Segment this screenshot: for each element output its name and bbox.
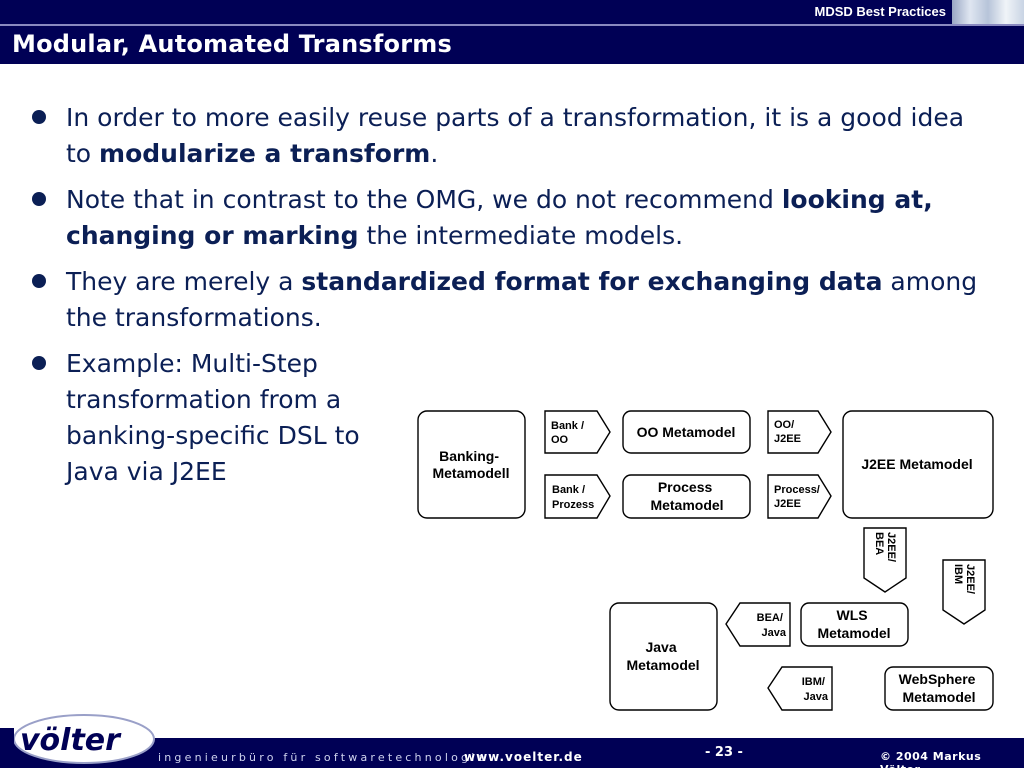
copyright-notice: © 2004 Markus Völter xyxy=(880,750,982,776)
header-decoration-image xyxy=(952,0,1024,24)
svg-text:OO Metamodel: OO Metamodel xyxy=(637,424,736,440)
footer-tagline: ingenieurbüro für softwaretechnologie xyxy=(158,751,488,764)
bullet-item: Note that in contrast to the OMG, we do … xyxy=(30,182,980,254)
svg-text:Bank / Prozess: Bank / Prozess xyxy=(552,484,594,511)
bullet-dot-icon xyxy=(32,192,46,206)
header-divider xyxy=(0,24,1024,26)
svg-text:Bank / OO: Bank / OO xyxy=(551,420,587,446)
bullet-dot-icon xyxy=(32,110,46,124)
bank-prozess-transform-arrow: Bank / Prozess xyxy=(544,474,611,519)
page-number: - 23 - xyxy=(705,745,743,760)
bea-java-transform-arrow: BEA/ Java xyxy=(725,602,791,647)
svg-text:J2EE Metamodel: J2EE Metamodel xyxy=(861,456,972,472)
footer-bar xyxy=(0,740,1024,768)
svg-text:OO/ J2EE: OO/ J2EE xyxy=(774,419,801,445)
oo-metamodel-box: OO Metamodel xyxy=(622,410,751,454)
java-metamodel-box: Java Metamodel xyxy=(609,602,718,711)
svg-text:BEA/ Java: BEA/ Java xyxy=(757,612,787,639)
slide-title: Modular, Automated Transforms xyxy=(12,30,452,58)
svg-text:Java Metamodel: Java Metamodel xyxy=(626,639,699,673)
j2ee-bea-transform-arrow: J2EE/ BEA xyxy=(863,527,907,593)
svg-text:völter: völter xyxy=(20,723,122,758)
svg-text:WebSphere Metamodel: WebSphere Metamodel xyxy=(899,671,980,705)
header-subtitle: MDSD Best Practices xyxy=(814,4,947,19)
svg-text:J2EE/ IBM: J2EE/ IBM xyxy=(952,564,976,597)
header-bar xyxy=(0,0,1024,64)
process-j2ee-transform-arrow: Process/ J2EE xyxy=(767,474,832,519)
svg-text:IBM/ Java: IBM/ Java xyxy=(802,676,829,703)
ibm-java-transform-arrow: IBM/ Java xyxy=(767,666,833,711)
bullet-dot-icon xyxy=(32,356,46,370)
bullet-list: In order to more easily reuse parts of a… xyxy=(30,100,980,500)
svg-text:WLS Metamodel: WLS Metamodel xyxy=(817,607,890,641)
bullet-dot-icon xyxy=(32,274,46,288)
websphere-metamodel-box: WebSphere Metamodel xyxy=(884,666,994,711)
j2ee-ibm-transform-arrow: J2EE/ IBM xyxy=(942,559,986,625)
wls-metamodel-box: WLS Metamodel xyxy=(800,602,909,647)
svg-text:Process Metamodel: Process Metamodel xyxy=(650,479,723,513)
footer-website-link[interactable]: www.voelter.de xyxy=(464,750,583,764)
bullet-item: In order to more easily reuse parts of a… xyxy=(30,100,980,172)
bank-oo-transform-arrow: Bank / OO xyxy=(544,410,611,454)
bullet-item: They are merely a standardized format fo… xyxy=(30,264,980,336)
svg-text:Banking- Metamodell: Banking- Metamodell xyxy=(432,448,509,481)
voelter-logo: völter xyxy=(0,714,155,764)
j2ee-metamodel-box: J2EE Metamodel xyxy=(842,410,994,519)
footer-divider xyxy=(0,738,1024,740)
bullet-item: Example: Multi-Step transformation from … xyxy=(30,346,406,490)
svg-text:J2EE/ BEA: J2EE/ BEA xyxy=(873,532,897,565)
process-metamodel-box: Process Metamodel xyxy=(622,474,751,519)
oo-j2ee-transform-arrow: OO/ J2EE xyxy=(767,410,832,454)
banking-metamodel-box: Banking- Metamodell xyxy=(417,410,526,519)
svg-text:Process/ J2EE: Process/ J2EE xyxy=(774,484,823,510)
